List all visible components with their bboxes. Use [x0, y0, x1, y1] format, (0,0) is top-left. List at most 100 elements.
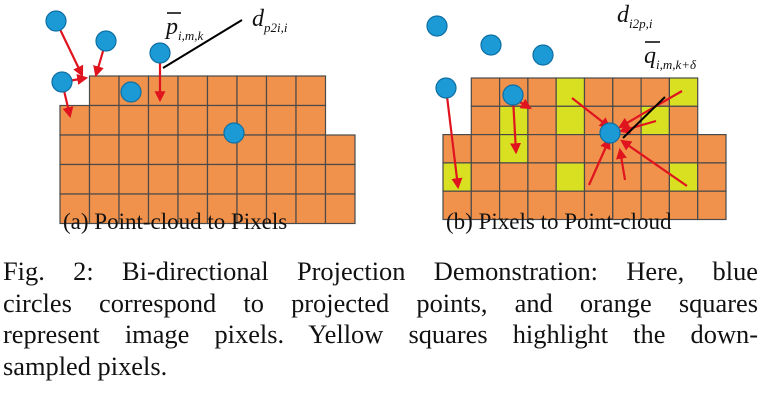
subcaption-b: (b) Pixels to Point-cloud — [446, 209, 672, 234]
downsampled-pixel — [668, 77, 699, 107]
pixel — [265, 163, 297, 195]
caption-line-4: sampled pixels. — [3, 350, 168, 381]
pixel — [470, 105, 501, 136]
pixel — [118, 163, 150, 195]
arrows-b — [444, 87, 688, 190]
caption-line-1: Fig. 2: Bi-directional Projection Demons… — [3, 256, 758, 286]
pixel — [59, 163, 91, 195]
pixel — [555, 134, 586, 164]
pixel — [177, 134, 209, 166]
pixel — [640, 134, 670, 164]
label-d-a: dp2i,i — [252, 6, 288, 35]
pixel — [265, 134, 297, 166]
projected-point — [51, 71, 73, 93]
pixel — [668, 105, 699, 136]
pixel — [177, 163, 209, 195]
pixel — [442, 134, 472, 164]
label-p: pi,m,k — [164, 14, 204, 43]
pixel — [147, 163, 179, 195]
downsampled-pixel — [499, 134, 529, 164]
projected-point — [120, 81, 142, 103]
figure-caption: Fig. 2: Bi-directional Projection Demons… — [3, 256, 758, 382]
pixel — [88, 75, 120, 107]
pixel — [295, 193, 327, 225]
pixel — [177, 75, 209, 107]
pixel — [470, 162, 501, 192]
projection-arrow — [618, 90, 683, 129]
pixel — [236, 75, 268, 107]
pixel — [470, 134, 501, 164]
projection-arrow — [571, 97, 611, 129]
projection-arrow — [618, 119, 657, 134]
downsampled-pixel — [668, 162, 699, 192]
pixel — [118, 134, 150, 166]
label-d-b: di2p,i — [617, 2, 653, 31]
pixel — [147, 104, 179, 136]
projection-arrow — [616, 147, 627, 181]
pixel — [295, 75, 327, 107]
pixel — [470, 77, 501, 107]
pixel — [640, 77, 670, 107]
label-q: qi,m,k+δ — [644, 43, 697, 72]
downsampled-pixel — [555, 105, 586, 136]
projected-point — [532, 44, 554, 66]
caption-line-3: represent image pixels. Yellow squares h… — [3, 319, 758, 349]
pixel — [324, 163, 356, 195]
pixel — [147, 193, 179, 225]
pixel — [499, 162, 529, 192]
pixel — [324, 134, 356, 166]
projected-point — [599, 122, 621, 144]
pixel — [527, 134, 557, 164]
pixel — [668, 134, 699, 164]
pixel — [640, 162, 670, 192]
projected-point — [45, 10, 67, 32]
points-b — [426, 15, 621, 144]
projection-arrow — [587, 137, 611, 186]
pixel — [88, 163, 120, 195]
pixel — [295, 134, 327, 166]
caption-line-2: circles correspond to projected points, … — [3, 287, 758, 318]
downsampled-pixel — [555, 77, 586, 107]
projected-point — [480, 34, 502, 56]
pixel — [668, 190, 699, 221]
pixel — [265, 75, 297, 107]
pixel — [470, 190, 501, 221]
figure-panels: pi,m,k dp2i,i di2p,i qi,m,k+δ — [45, 2, 727, 225]
pixel — [527, 105, 557, 136]
pixel — [612, 162, 642, 192]
pixel — [555, 190, 586, 221]
points-a — [45, 10, 245, 144]
pixel — [265, 104, 297, 136]
pixel — [583, 190, 614, 221]
projection-arrow — [510, 97, 522, 155]
pixel — [206, 163, 238, 195]
pixel — [324, 193, 356, 225]
pixel — [295, 163, 327, 195]
pixel — [583, 77, 614, 107]
pixel — [59, 193, 91, 225]
projected-point — [426, 15, 448, 37]
leader-line-a — [162, 19, 243, 69]
pixel — [147, 134, 179, 166]
pixel — [88, 104, 120, 136]
projected-point — [223, 122, 245, 144]
leader-line-b — [622, 96, 666, 139]
pixel — [177, 104, 209, 136]
pixel — [527, 162, 557, 192]
pixel-grid-b — [442, 77, 727, 221]
projected-point — [502, 84, 524, 106]
projection-arrow — [444, 87, 463, 190]
pixel — [265, 193, 297, 225]
pixel — [527, 190, 557, 221]
pixel — [697, 162, 727, 192]
pixel — [147, 75, 179, 107]
pixel — [697, 134, 727, 164]
pixel-grid-a — [59, 75, 356, 225]
subcaption-a: (a) Point-cloud to Pixels — [63, 209, 288, 234]
projected-point — [95, 30, 117, 52]
pixel — [59, 134, 91, 166]
pixel — [295, 104, 327, 136]
pixel — [118, 193, 150, 225]
projection-arrow — [620, 139, 688, 187]
pixel — [177, 193, 209, 225]
